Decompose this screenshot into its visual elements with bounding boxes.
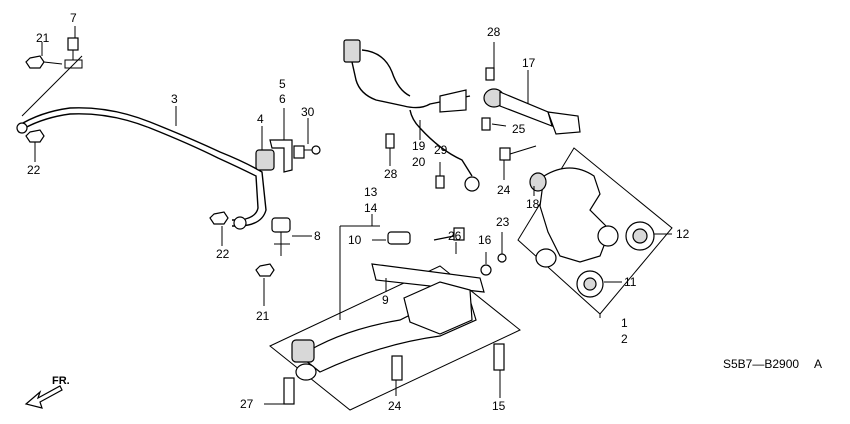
leader-21-upper xyxy=(43,61,63,65)
callout-11: 11 xyxy=(624,275,637,289)
callout-28-upper: 28 xyxy=(487,25,501,39)
leader-7-line xyxy=(21,55,83,117)
callout-30: 30 xyxy=(301,105,315,119)
callout-28-lower: 28 xyxy=(384,167,398,181)
callout-24-upper: 24 xyxy=(497,183,511,197)
callout-14: 14 xyxy=(364,201,378,215)
callout-12: 12 xyxy=(676,227,690,241)
callout-22: 22 xyxy=(27,163,41,177)
bushing-10 xyxy=(387,231,411,245)
leader-lines xyxy=(34,26,672,405)
control-arm xyxy=(499,91,553,127)
callout-21-lower: 21 xyxy=(256,309,270,323)
self-locking-nut-23 xyxy=(497,253,507,263)
callout-2: 2 xyxy=(621,332,628,346)
callout-6: 6 xyxy=(279,92,286,106)
callout-29: 29 xyxy=(434,143,448,157)
callout-25: 25 xyxy=(512,122,526,136)
flange-bolt-24-lower xyxy=(391,355,403,381)
callout-26: 26 xyxy=(448,229,462,243)
callout-8: 8 xyxy=(314,229,321,243)
callout-21: 21 xyxy=(36,31,50,45)
stabilizer-bar-inner xyxy=(17,113,259,221)
diagram-code: S5B7—B2900 xyxy=(723,357,799,371)
knuckle-group xyxy=(517,147,673,318)
rear-knuckle xyxy=(539,167,611,263)
callout-22-lower: 22 xyxy=(216,247,230,261)
callout-13: 13 xyxy=(364,185,378,199)
callout-20: 20 xyxy=(412,155,426,169)
harness-clip-bolt xyxy=(385,133,395,149)
diagram-code-suffix: A xyxy=(814,357,822,371)
bolt-24-upper-shaft xyxy=(509,145,537,155)
front-arrow-icon xyxy=(24,385,63,409)
diagram-code-group: S5B7—B2900 A xyxy=(723,357,822,371)
callout-10: 10 xyxy=(348,233,362,247)
upper-link-arm xyxy=(371,263,485,293)
callout-4: 4 xyxy=(257,112,264,126)
flange-bolt-28 xyxy=(485,67,495,81)
bushing-holder xyxy=(269,139,293,173)
knuckle-lower-eye xyxy=(535,248,557,268)
knuckle-bushing-lower-core xyxy=(583,277,597,291)
stabilizer-link-upper xyxy=(64,50,83,69)
harness-bracket xyxy=(439,89,467,113)
stabilizer-bushing xyxy=(255,149,275,171)
stabilizer-bar-end-right xyxy=(233,216,247,230)
callout-17: 17 xyxy=(522,56,536,70)
sensor-connector xyxy=(343,39,361,63)
knuckle-bushing-small xyxy=(529,172,547,192)
adjusting-bolt-27 xyxy=(283,377,295,405)
front-direction-indicator: FR. xyxy=(24,375,70,409)
stabilizer-link-rod xyxy=(274,232,290,256)
front-label: FR. xyxy=(52,375,70,387)
lower-arm-group xyxy=(269,145,537,411)
holder-bolt xyxy=(293,145,305,159)
flange-nut-22-right xyxy=(209,211,229,225)
flange-nut-upper xyxy=(25,55,45,69)
callout-16: 16 xyxy=(478,233,492,247)
leader-25 xyxy=(491,123,507,127)
flange-bolt-24-upper xyxy=(499,147,511,161)
lower-arm-compliance-bracket xyxy=(403,281,473,335)
flange-bolt-25 xyxy=(481,117,491,131)
callout-15: 15 xyxy=(492,399,506,413)
callouts: 7 21 22 3 4 5 6 30 22 8 21 13 14 10 9 28… xyxy=(27,11,690,413)
stabilizer-link-bolt xyxy=(67,37,79,51)
stabilizer-bar-group xyxy=(16,37,321,277)
stabilizer-bar xyxy=(17,107,267,227)
flange-bolt-30 xyxy=(311,145,321,155)
callout-18: 18 xyxy=(526,197,540,211)
sensor-wire-bracket xyxy=(361,49,411,97)
callout-24-lower: 24 xyxy=(388,399,402,413)
flange-nut-16 xyxy=(480,264,492,276)
callout-3: 3 xyxy=(171,92,178,106)
flange-bolt-26 xyxy=(453,227,465,241)
callout-7: 7 xyxy=(70,11,77,25)
flange-nut-21-lower xyxy=(255,263,275,277)
control-arm-end xyxy=(547,111,581,135)
callout-23: 23 xyxy=(496,215,510,229)
flange-nut-22-left xyxy=(25,129,45,143)
lower-arm-bushing xyxy=(291,339,315,363)
lower-arm-bounding-box xyxy=(269,265,521,411)
sensor-bolt xyxy=(435,175,445,189)
knuckle-hub-boss xyxy=(597,225,619,247)
flange-bolt-15 xyxy=(493,343,505,371)
callout-19: 19 xyxy=(412,139,426,153)
callout-9: 9 xyxy=(382,293,389,307)
sensor-wire xyxy=(351,61,471,109)
lower-arm-end xyxy=(295,363,317,381)
knuckle-bushing-large-core xyxy=(632,228,648,244)
callout-27: 27 xyxy=(240,397,254,411)
control-arm-group xyxy=(481,88,581,135)
stabilizer-bar-end-left xyxy=(16,122,28,134)
callout-5: 5 xyxy=(279,77,286,91)
callout-1: 1 xyxy=(621,316,628,330)
stabilizer-link-lower xyxy=(271,217,291,233)
abs-sensor xyxy=(464,176,480,192)
